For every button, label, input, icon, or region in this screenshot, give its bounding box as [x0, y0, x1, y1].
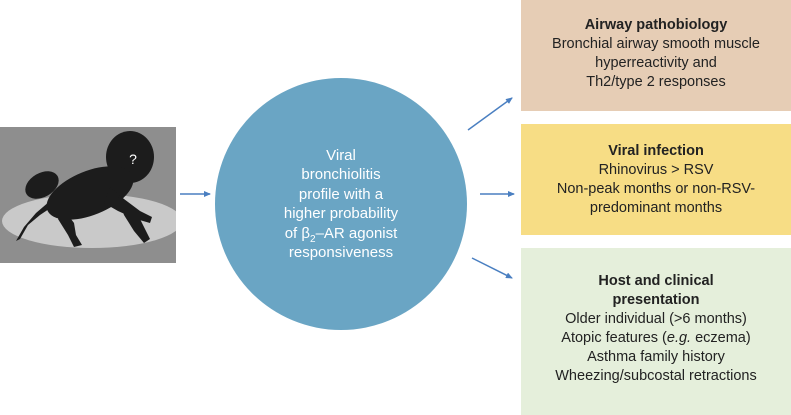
circle-line: higher probability: [283, 205, 399, 222]
box-title: Host and clinical: [598, 273, 714, 289]
host-clinical-presentation-box: Host and clinical presentation Older ind…: [521, 248, 791, 415]
atopic-prefix: Atopic features (: [561, 330, 667, 346]
box-line: Rhinovirus > RSV: [598, 162, 714, 178]
box-line: predominant months: [589, 200, 723, 216]
arrow-circle-to-host: [471, 257, 513, 279]
box-line: hyperreactivity and: [595, 55, 717, 71]
atopic-suffix: eczema): [691, 330, 751, 346]
box-line-atopic: Atopic features (e.g. eczema): [521, 329, 791, 348]
circle-line: Viral: [326, 146, 356, 164]
box-line: Older individual (>6 months): [565, 311, 747, 327]
question-mark: ?: [129, 151, 137, 167]
box-line: Non-peak months or non-RSV-: [556, 181, 756, 197]
beta-subscript: 2: [310, 233, 316, 245]
circle-line: responsiveness: [288, 244, 394, 261]
box-title: Airway pathobiology: [584, 17, 728, 33]
box-line: Bronchial airway smooth muscle: [552, 36, 760, 52]
atopic-eg: e.g.: [666, 330, 692, 346]
viral-infection-box: Viral infection Rhinovirus > RSV Non-pea…: [521, 124, 791, 235]
arrow-circle-to-airway: [467, 97, 513, 131]
circle-text: Viral bronchiolitis profile with a highe…: [266, 146, 416, 263]
infant-image-panel: ?: [0, 127, 176, 263]
box-line: Asthma family history: [587, 349, 725, 365]
crawling-infant-silhouette: ?: [2, 131, 176, 248]
circle-line-beta: of β2–AR agonist: [266, 224, 416, 245]
beta-suffix: –AR agonist: [315, 224, 398, 242]
box-line: Th2/type 2 responses: [586, 74, 726, 90]
box-title: presentation: [612, 292, 700, 308]
box-title: Viral infection: [608, 143, 704, 159]
circle-line: bronchiolitis: [301, 166, 381, 183]
box-line: Wheezing/subcostal retractions: [555, 368, 757, 384]
beta-prefix: of β: [284, 224, 311, 242]
infant-figure: [16, 131, 154, 247]
viral-bronchiolitis-profile-circle: Viral bronchiolitis profile with a highe…: [215, 78, 467, 330]
circle-line: profile with a: [298, 185, 384, 203]
airway-pathobiology-box: Airway pathobiology Bronchial airway smo…: [521, 0, 791, 111]
